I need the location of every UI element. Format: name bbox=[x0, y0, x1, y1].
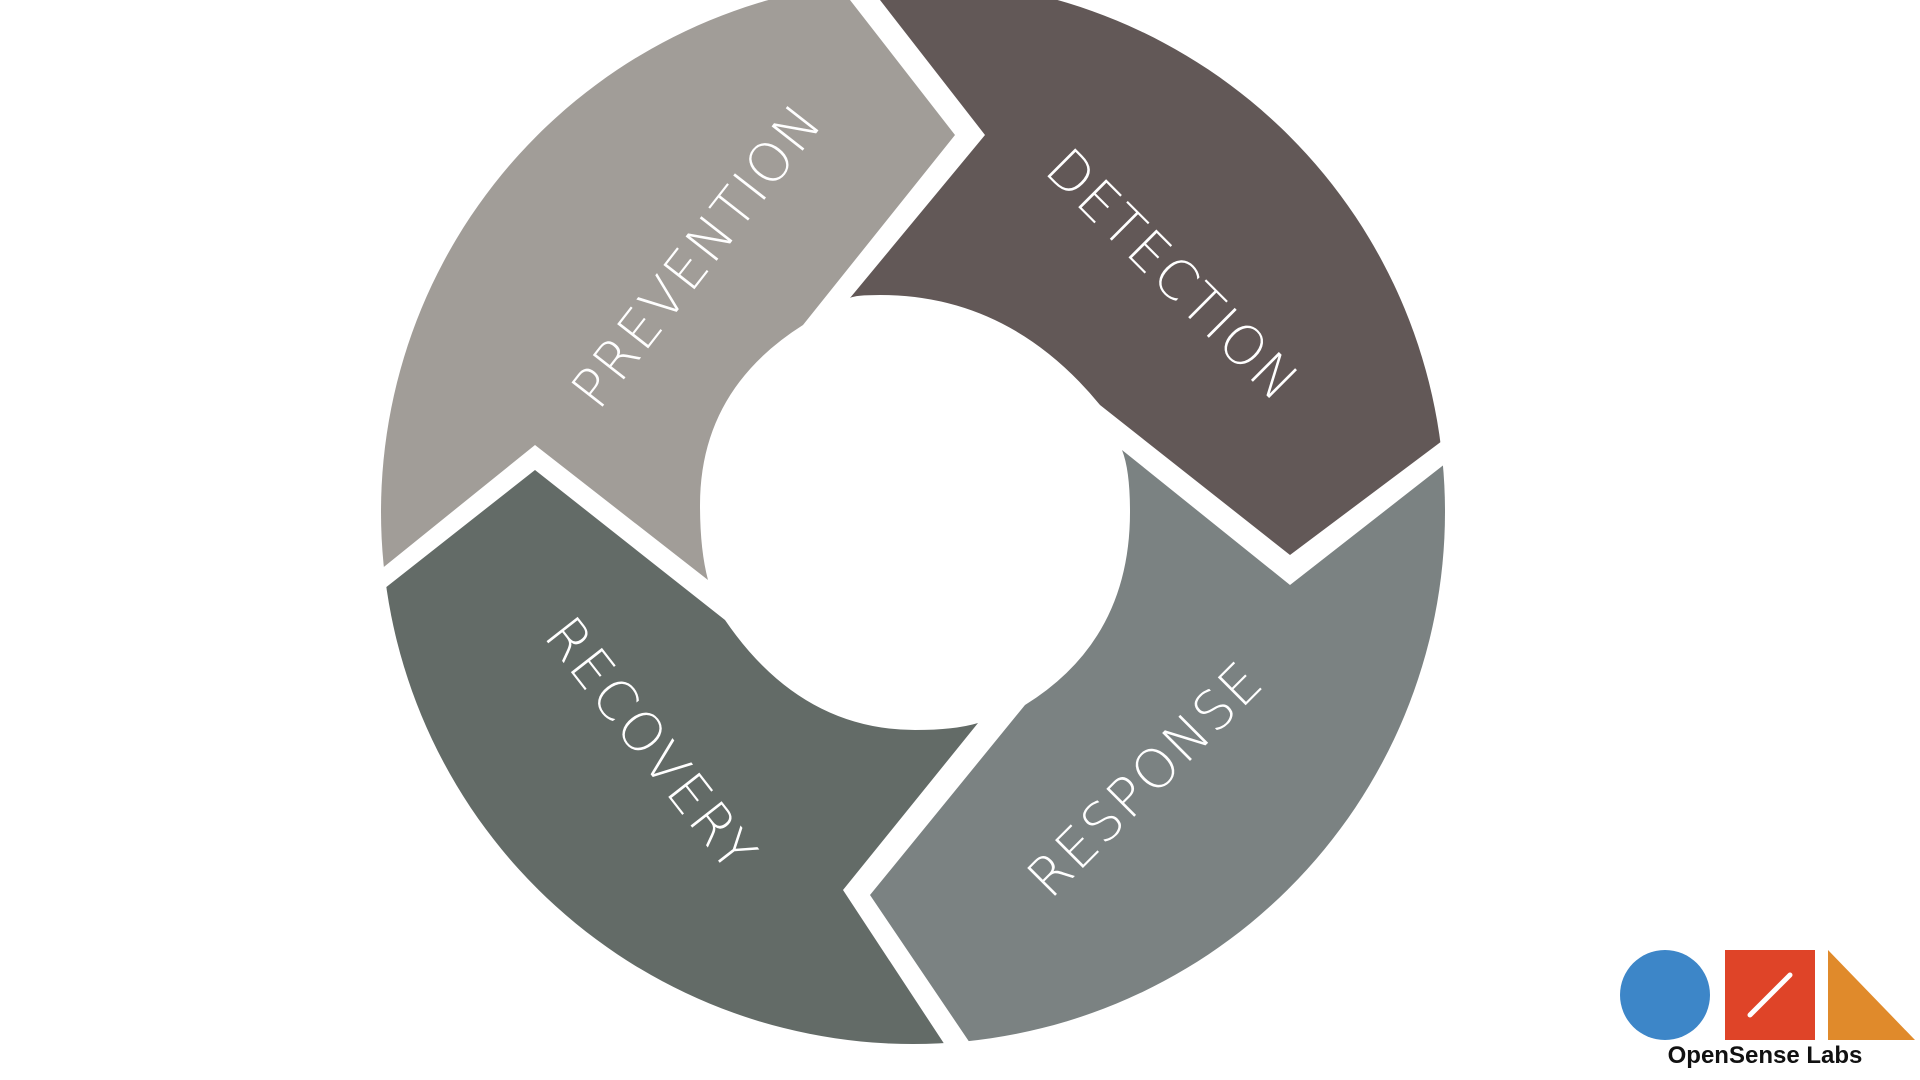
logo-text: OpenSense Labs bbox=[1667, 1042, 1863, 1069]
slash-line-icon bbox=[1747, 972, 1793, 1018]
opensense-labs-logo: OpenSense Labs bbox=[1615, 950, 1915, 1075]
triangle-shape-icon bbox=[1828, 950, 1915, 1040]
circle-shape-icon bbox=[1620, 950, 1710, 1040]
